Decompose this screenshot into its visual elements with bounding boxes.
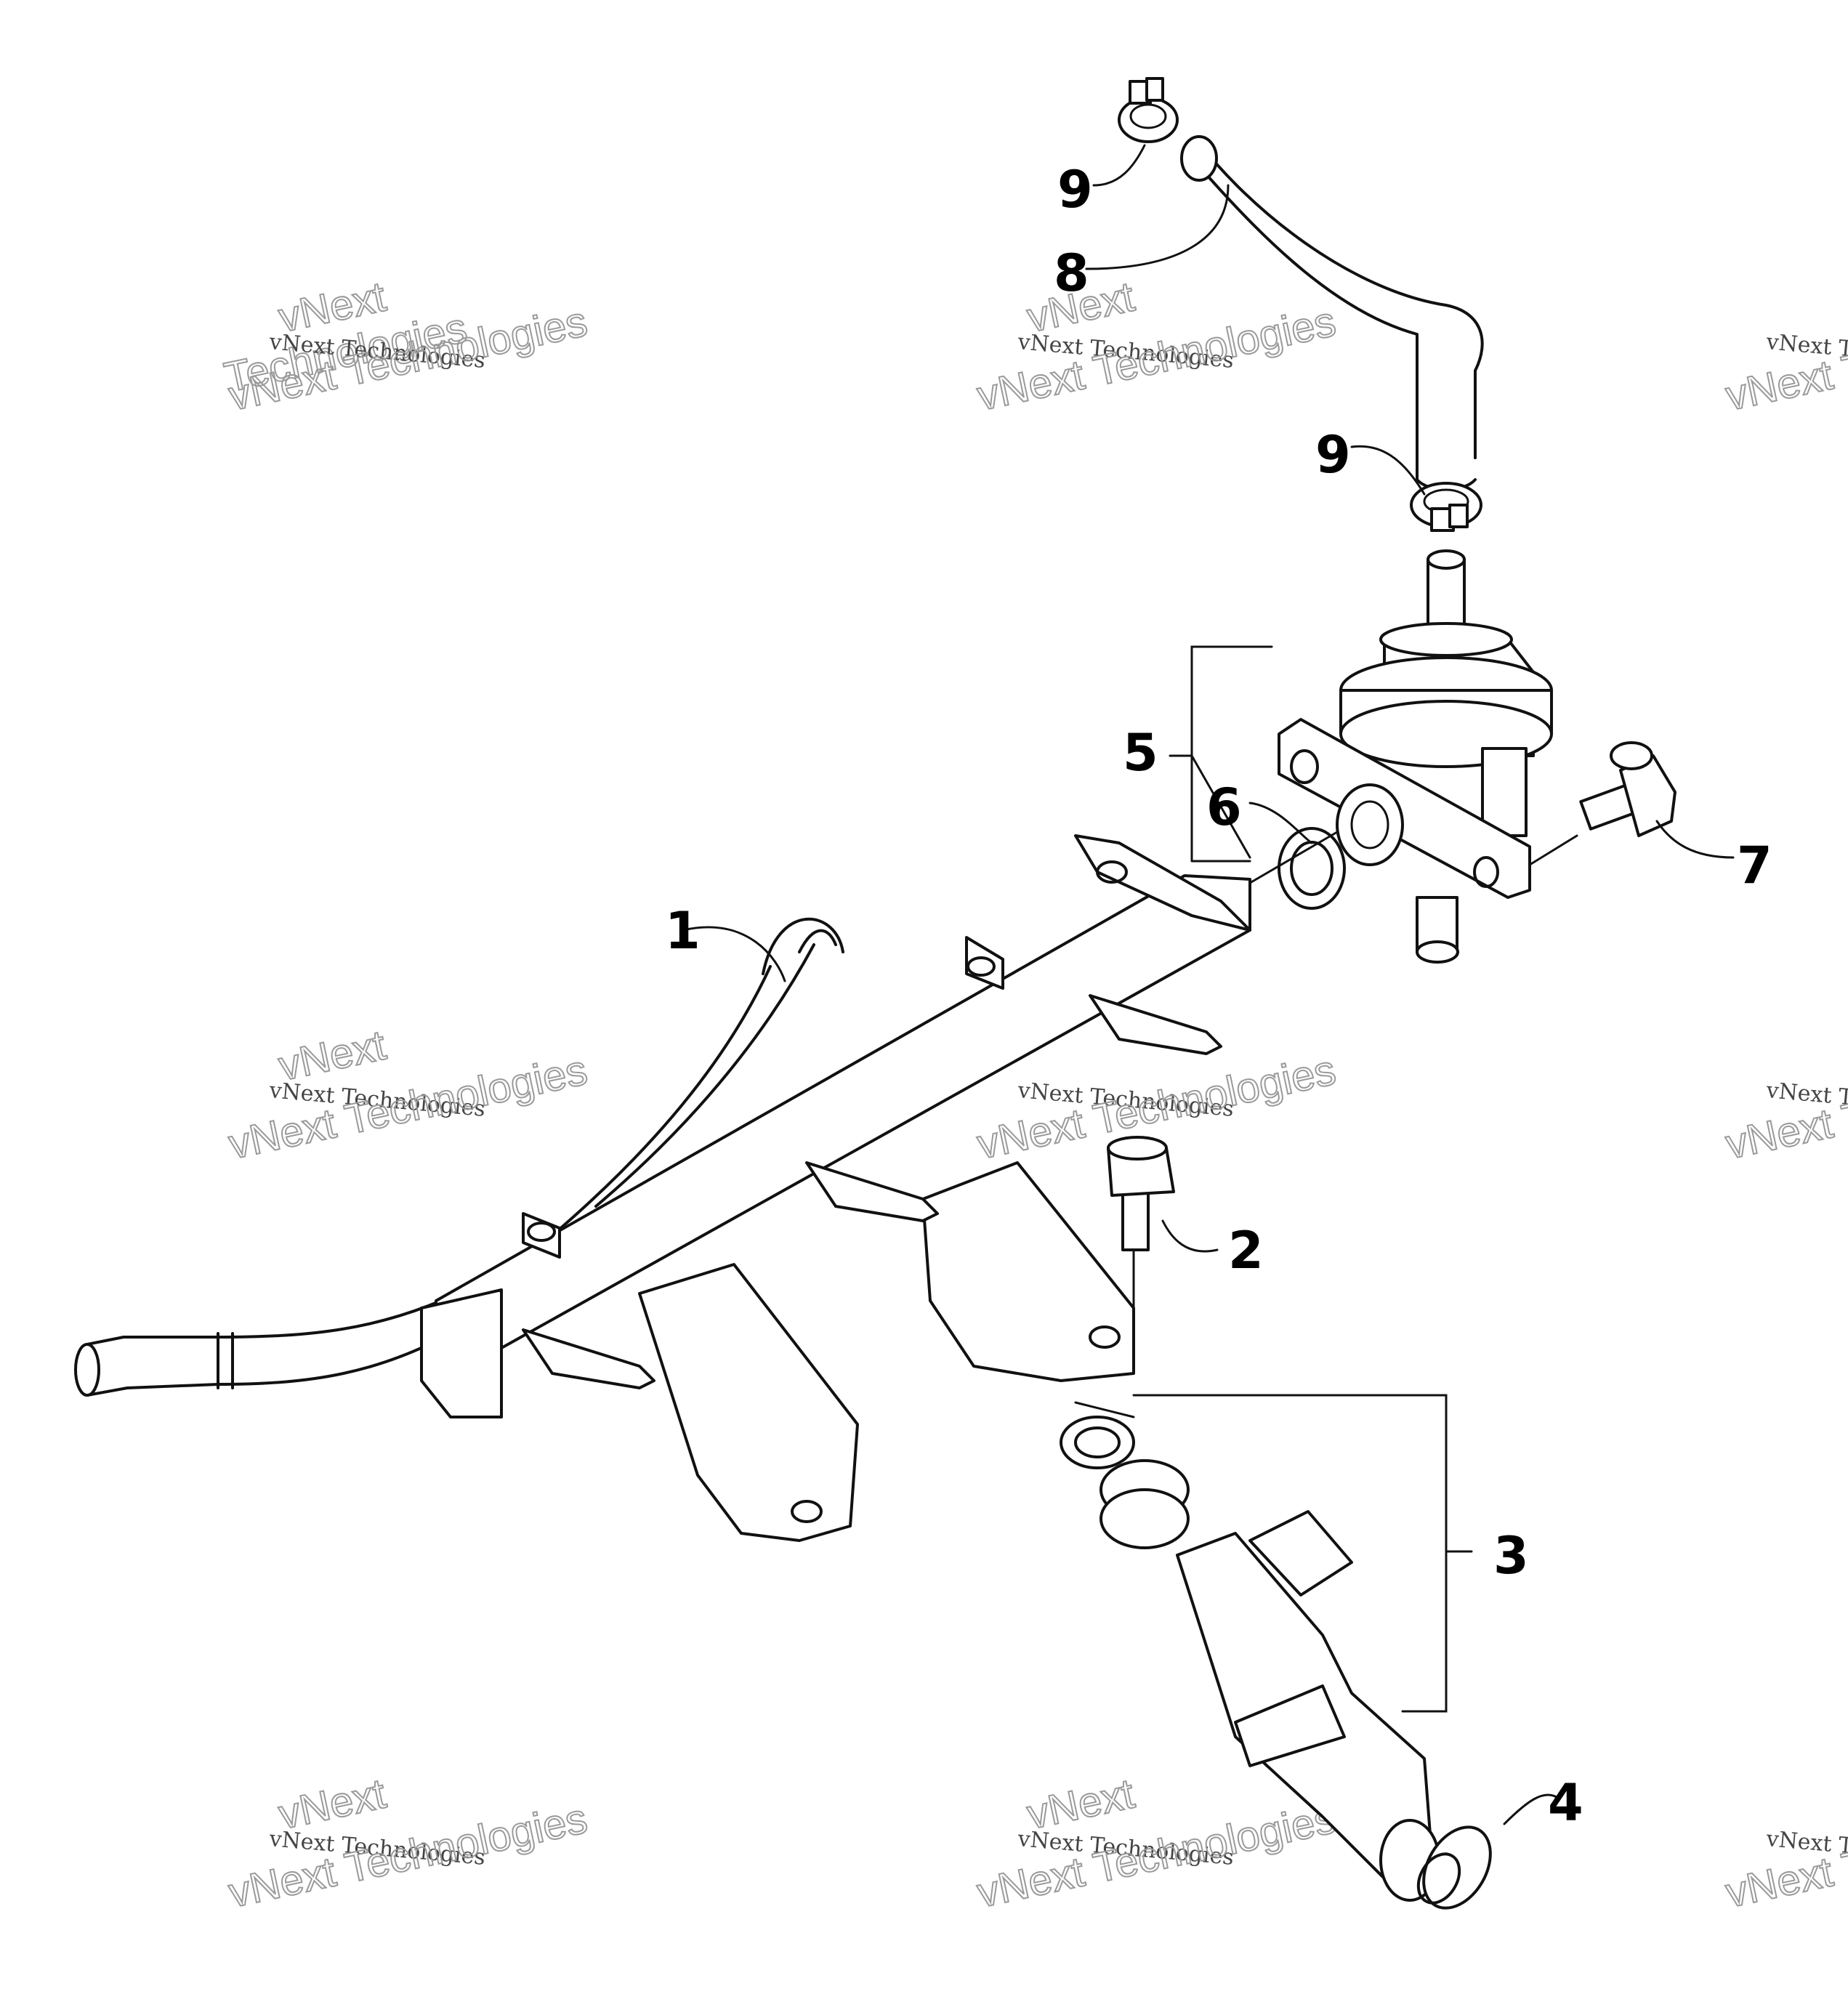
- callout-8: 8: [1054, 243, 1089, 303]
- exploded-view-lines: [1074, 831, 1578, 1418]
- callout-6: 6: [1206, 778, 1242, 837]
- callout-1: 1: [665, 901, 701, 961]
- pressure-regulator-part-5: [1278, 549, 1553, 964]
- watermark-text-large: vNext Technologies: [1722, 1046, 1848, 1168]
- hose-clamp-upper-part-9: [1118, 77, 1179, 143]
- fuel-injector-part-3: [1060, 1416, 1440, 1902]
- callout-7: 7: [1737, 836, 1772, 895]
- hose-part-8: [1180, 135, 1484, 491]
- watermark-text-large: vNext Technologies: [1722, 1795, 1848, 1917]
- callout-5: 5: [1123, 723, 1158, 783]
- bolt-part-2: [1107, 1136, 1175, 1251]
- rail-bracket-right: [921, 1161, 1135, 1382]
- injector-tabs: [522, 994, 1222, 1389]
- rail-bracket-left: [638, 1263, 859, 1542]
- callout-9-upper: 9: [1057, 160, 1093, 219]
- callout-3: 3: [1493, 1526, 1529, 1586]
- watermark-text-large: vNext Technologies: [1722, 298, 1848, 420]
- callout-labels: 1 2 3 4 5 6 7 8 9 9: [665, 160, 1772, 1833]
- watermarks: vNext Technologies vNext Technologies vN…: [219, 273, 1848, 1918]
- callout-2: 2: [1228, 1221, 1264, 1280]
- fuel-rail-part-1: [74, 834, 1251, 1418]
- callout-9-lower: 9: [1315, 425, 1351, 485]
- callout-4: 4: [1548, 1773, 1583, 1833]
- leader-lines: [682, 144, 1735, 1825]
- seal-cap-part-4: [1416, 1825, 1492, 1910]
- hose-clamp-lower-part-9: [1410, 482, 1482, 532]
- o-ring-part-6: [1278, 827, 1346, 910]
- screw-part-7: [1579, 741, 1676, 837]
